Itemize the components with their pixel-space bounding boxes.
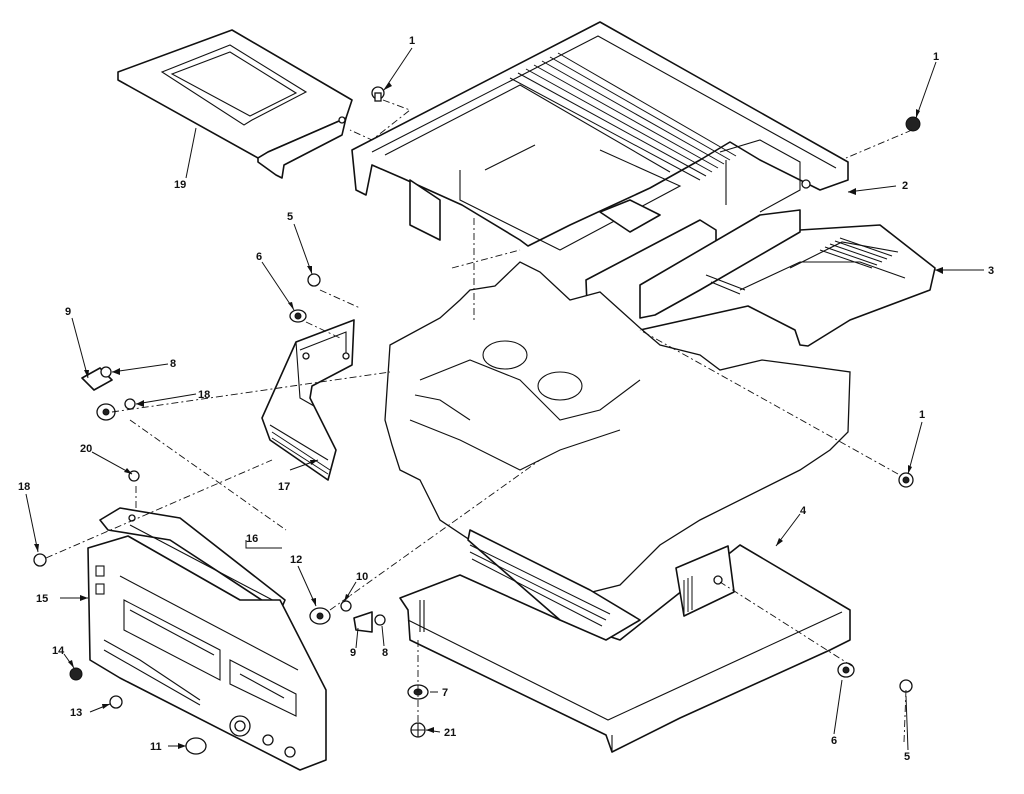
- callout-numbers: 1 1 1 2 3 4 5 5 6 6 7 8 8 9 9 10 11 12 1…: [18, 35, 994, 763]
- callout-6-lower: 6: [831, 735, 837, 747]
- part-17-side-bracket: [261, 319, 355, 481]
- spacer-6-upper: [289, 309, 307, 323]
- callout-15: 15: [36, 593, 48, 605]
- callout-4: 4: [800, 505, 807, 517]
- screw-13: [109, 695, 123, 709]
- callout-5-lower: 5: [904, 751, 910, 763]
- callout-1-top: 1: [409, 35, 415, 47]
- callout-3: 3: [988, 265, 994, 277]
- callout-1-lower: 1: [919, 409, 925, 421]
- screw-18-left: [33, 553, 47, 567]
- callout-6-upper: 6: [256, 251, 262, 263]
- callout-16: 16: [246, 533, 258, 545]
- screw-21: [410, 722, 426, 738]
- callout-1-right: 1: [933, 51, 939, 63]
- callout-9-lower: 9: [350, 647, 356, 659]
- part-4-bottom-cabinet: [399, 529, 851, 753]
- callout-7: 7: [442, 687, 448, 699]
- callout-18-left: 18: [18, 481, 30, 493]
- assembly-lines: [45, 99, 913, 743]
- gear-18-upper: [124, 398, 136, 410]
- callout-17: 17: [278, 481, 290, 493]
- screw-14: [69, 667, 83, 681]
- callout-2: 2: [902, 180, 908, 192]
- callout-14: 14: [52, 645, 65, 657]
- screw-5-upper: [307, 273, 321, 287]
- callout-5-upper: 5: [287, 211, 293, 223]
- callout-8-upper: 8: [170, 358, 176, 370]
- part-3-front-trim: [585, 209, 936, 347]
- screw-8-upper: [100, 366, 112, 378]
- callout-19: 19: [174, 179, 186, 191]
- callout-8-lower: 8: [382, 647, 388, 659]
- callout-9-upper: 9: [65, 306, 71, 318]
- gear-12: [309, 607, 331, 625]
- leader-lines: [25, 47, 984, 751]
- lever-9-lower: [353, 611, 373, 633]
- spacer-6-lower: [837, 662, 855, 678]
- callout-11: 11: [150, 741, 162, 753]
- callout-21: 21: [444, 727, 456, 739]
- vcr-mechanism-chassis: [384, 261, 851, 601]
- callout-20: 20: [80, 443, 92, 455]
- part-19-cassette-lid: [117, 29, 353, 179]
- spring-10: [340, 600, 352, 612]
- callout-13: 13: [70, 707, 82, 719]
- callout-10: 10: [356, 571, 368, 583]
- knob-left: [96, 403, 116, 421]
- screw-1-right: [905, 116, 921, 132]
- callout-18-upper: 18: [198, 389, 210, 401]
- part-2-top-cabinet: [351, 21, 849, 251]
- screw-1-lower: [898, 472, 914, 488]
- screw-1-top: [371, 86, 385, 102]
- callout-12: 12: [290, 554, 302, 566]
- screw-8-lower: [374, 614, 386, 626]
- part-15-front-panel: [87, 535, 327, 771]
- knob-11: [185, 737, 207, 755]
